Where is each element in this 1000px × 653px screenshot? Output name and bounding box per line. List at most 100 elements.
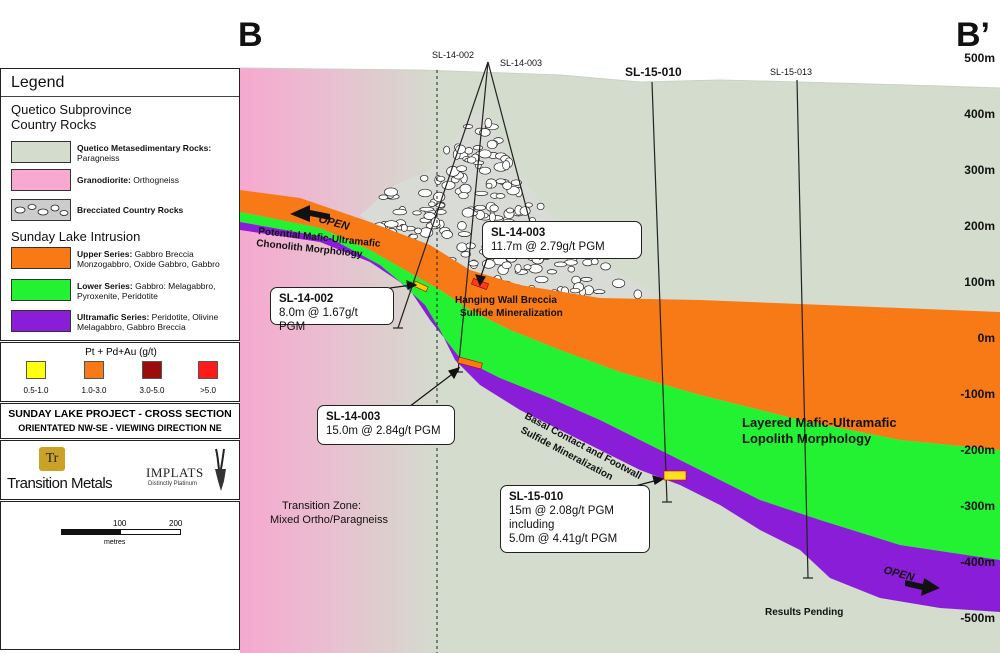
breccia-clast [495,193,506,199]
antelope-icon [215,448,226,491]
elevation-label: -200m [960,443,995,457]
breccia-clast [600,262,611,271]
breccia-clast [569,287,581,294]
breccia-clast [464,147,474,155]
breccia-clast [489,204,499,213]
breccia-clast [418,188,432,198]
drill-hole-sl-15-013 [796,79,809,579]
grade-legend-title: Pt + Pd+Au (g/t) [85,347,157,358]
intercept-sl-14-003-lower [457,356,483,370]
drill-hole-sl-14-003-a [457,61,489,373]
breccia-clast [458,191,469,200]
breccia-clast [590,258,599,266]
legend-panel: Legend Quetico Subprovince Country Rocks… [0,68,240,341]
grade-swatch-0 [26,361,46,379]
breccia-clast [457,221,467,231]
breccia-clast [495,178,506,184]
callout-sl-14-003-lower: SL-14-003 15.0m @ 2.84g/t PGM [317,405,455,445]
breccia-clast [378,194,389,200]
hanging-wall-label-2: Sulfide Mineralization [460,308,563,319]
breccia-clast [461,207,475,218]
breccia-clast [479,166,491,175]
elevation-label: 0m [978,331,995,345]
hole-label-sl-15-013: SL-15-013 [770,67,812,77]
breccia-clast [459,183,472,194]
breccia-clast [502,181,513,190]
grade-item-2: 3.0-5.0 [127,361,177,395]
section-label-right: B’ [956,16,990,54]
breccia-clast [580,277,593,282]
breccia-clast [633,289,643,300]
breccia-clast [420,174,429,182]
breccia-clast [501,261,512,269]
results-pending-label: Results Pending [765,607,843,618]
breccia-clast [523,264,532,271]
section-label-left: B [238,16,263,54]
elevation-label: -400m [960,555,995,569]
elevation-label: -100m [960,387,995,401]
breccia-clast [506,207,514,214]
breccia-clast [479,128,491,137]
breccia-clast [428,201,436,207]
breccia-clast [384,220,399,228]
breccia-clast [612,278,626,288]
breccia-clast [462,124,474,129]
project-title: SUNDAY LAKE PROJECT - CROSS SECTION [8,408,232,420]
transition-zone-label-2: Mixed Ortho/Paragneiss [270,514,388,526]
transition-zone-label-1: Transition Zone: [282,500,361,512]
legend-item-paragneiss: Quetico Metasedimentary Rocks: Paragneis… [11,141,236,169]
breccia-swatch-pattern [14,204,69,216]
hole-label-sl-15-010: SL-15-010 [625,65,682,79]
open-arrow-upper [290,205,330,222]
swatch-lower-series [11,279,71,301]
breccia-clast [468,260,479,267]
breccia-clast [567,265,576,273]
logo-panel: Tr Transition Metals IMPLATS Distinctly … [0,440,240,500]
breccia-clast [534,275,549,284]
transition-mark-icon: Tr [39,447,65,471]
grade-item-3: >5.0 [183,361,233,395]
swatch-breccia [11,199,71,221]
hanging-wall-label-1: Hanging Wall Breccia [455,295,557,306]
callout-arrows [374,249,665,491]
drill-hole-sl-15-010 [651,81,668,503]
breccia-clast [384,187,398,197]
intercept-sl-14-002 [412,280,429,293]
intercept-sl-15-010 [663,470,687,481]
breccia-clast [456,165,468,172]
swatch-ultramafic-series [11,310,71,332]
project-title-box: SUNDAY LAKE PROJECT - CROSS SECTION ORIE… [0,403,240,439]
breccia-clast [474,204,486,211]
implats-logo: IMPLATS Distinctly Platinum [146,447,236,497]
breccia-clast [456,242,468,252]
legend-item-lower-series: Lower Series: Gabbro: Melagabbro, Pyroxe… [11,279,236,307]
breccia-clast [502,160,511,171]
legend-item-granodiorite: Granodiorite: Orthogneiss [11,169,236,197]
lopolith-label-2: Lopolith Morphology [742,431,872,446]
elevation-label: 500m [964,51,995,65]
ultramafic-series-unit [240,222,1000,612]
swatch-paragneiss [11,141,71,163]
elevation-label: -500m [960,611,995,625]
grade-legend: Pt + Pd+Au (g/t) 0.5-1.0 1.0-3.0 3.0-5.0… [0,342,240,402]
breccia-clast [412,210,422,216]
breccia-clast [441,180,456,190]
legend-group-country-rocks: Quetico Subprovince Country Rocks [11,102,132,132]
breccia-clast [484,117,493,129]
hole-label-sl-14-002: SL-14-002 [432,50,474,60]
scale-bar [61,529,181,535]
breccia-clast [435,175,446,182]
grade-swatch-1 [84,361,104,379]
elevation-label: 300m [964,163,995,177]
breccia-clast [414,227,422,235]
breccia-clast [460,251,472,258]
breccia-clast [419,206,435,212]
breccia-clast [536,202,545,211]
breccia-clast [474,190,489,196]
breccia-clast [486,139,498,150]
scale-bar-panel: 100 200 metres [0,501,240,650]
breccia-clast [519,206,531,216]
grade-swatch-3 [198,361,218,379]
breccia-clast [546,269,558,275]
